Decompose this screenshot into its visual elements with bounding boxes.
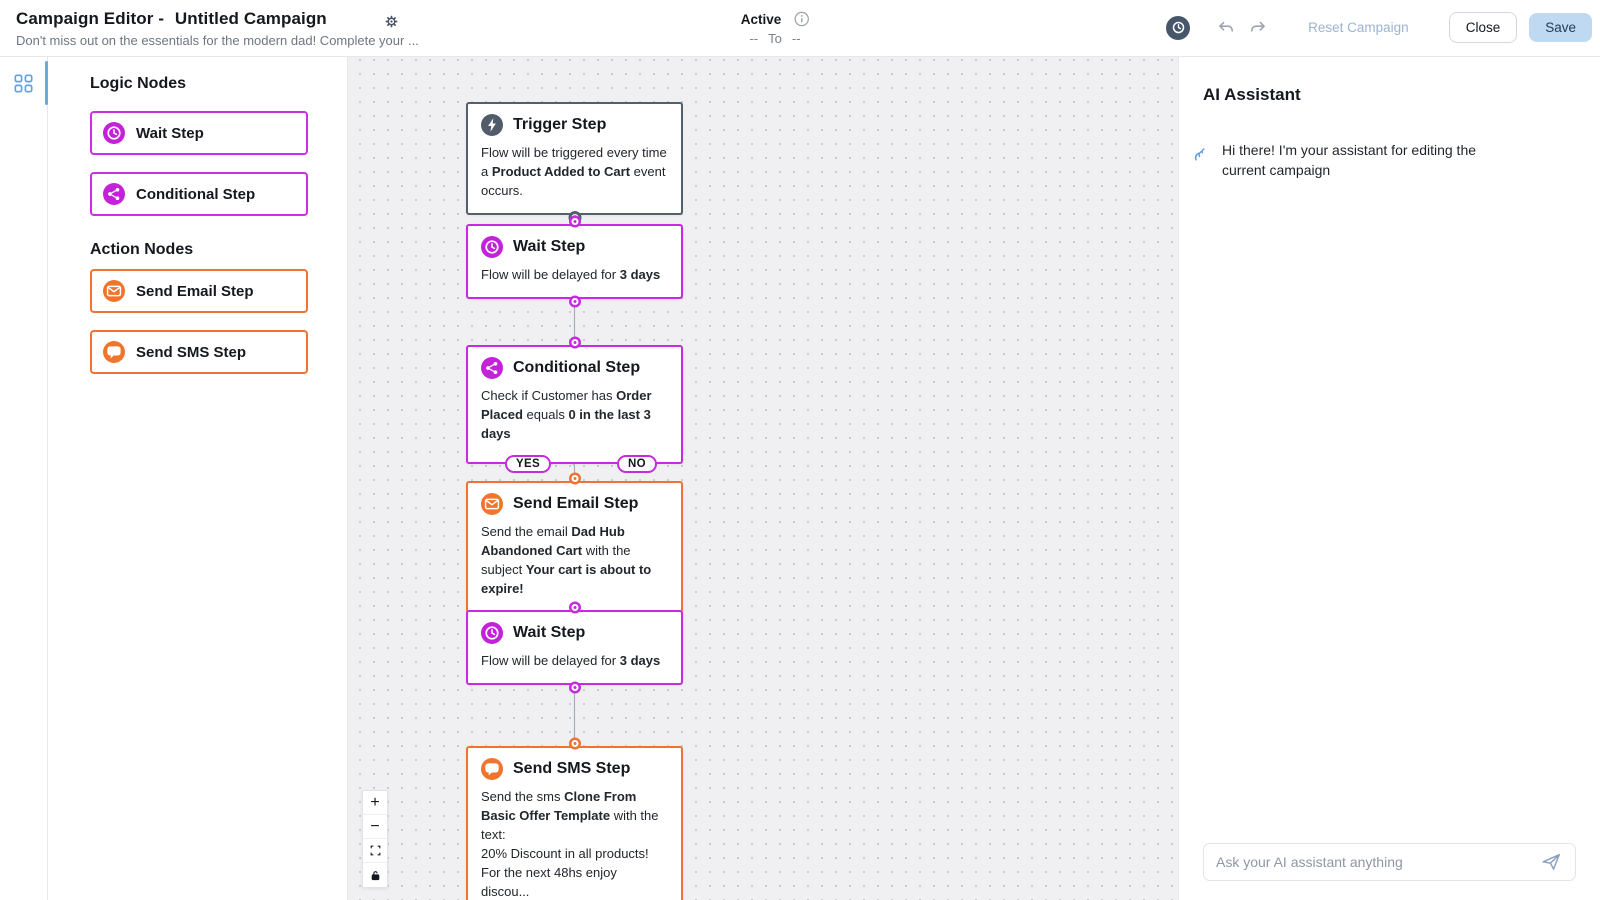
share-icon [481,357,503,379]
sms-icon [103,341,125,363]
left-rail [0,57,48,900]
palette-item-send-sms-step[interactable]: Send SMS Step [90,330,308,374]
status-date-range: -- To -- [741,31,810,46]
lock-button[interactable] [363,863,387,887]
close-button[interactable]: Close [1448,12,1518,43]
history-clock-icon[interactable] [1166,15,1191,40]
ai-flame-icon [1192,143,1207,163]
zoom-out-button[interactable]: − [363,815,387,839]
logic-nodes-heading: Logic Nodes [90,75,187,92]
app-header: Campaign Editor - Untitled Campaign Don'… [0,0,1600,57]
branch-label-no: NO [617,454,657,473]
ai-assistant-input[interactable] [1216,854,1539,870]
node-title: Wait Step [513,238,586,255]
node-description: Send the email Dad Hub Abandoned Cart wi… [481,524,655,596]
send-icon[interactable] [1539,850,1563,874]
campaign-status-block: Active -- To -- [741,11,810,46]
campaign-subtitle: Don't miss out on the essentials for the… [16,33,419,48]
title-block: Campaign Editor - Untitled Campaign Don'… [16,9,419,48]
status-from: -- [749,31,759,46]
connector-handle[interactable] [571,604,578,611]
ai-input-row [1203,843,1576,881]
ai-assistant-title: AI Assistant [1203,85,1301,104]
email-icon [103,280,125,302]
palette-item-wait-step[interactable]: Wait Step [90,111,308,155]
redo-icon[interactable] [1248,18,1268,38]
connector-handle[interactable] [571,339,578,346]
flow-node-send-sms-step[interactable]: Send SMS Step Send the sms Clone From Ba… [466,740,683,900]
reset-campaign-button[interactable]: Reset Campaign [1308,20,1409,35]
ai-message: Hi there! I'm your assistant for editing… [1192,141,1576,181]
node-description: Flow will be delayed for 3 days [481,267,661,282]
flow-node-trigger-step[interactable]: Trigger Step Flow will be triggered ever… [466,102,683,221]
connector-handle[interactable] [571,297,578,305]
status-to: -- [791,31,801,46]
node-title: Send SMS Step [513,760,631,777]
palette-item-label: Send SMS Step [136,343,247,361]
connector-handle[interactable] [571,475,578,482]
palette-item-label: Wait Step [136,124,204,142]
clock-icon [103,122,125,144]
palette-item-send-email-step[interactable]: Send Email Step [90,269,308,313]
palette-item-label: Send Email Step [136,282,254,300]
lightning-icon [481,114,503,136]
node-title: Send Email Step [513,495,639,512]
node-title: Wait Step [513,624,586,641]
info-icon[interactable] [793,11,809,27]
undo-icon[interactable] [1216,18,1236,38]
node-description: Check if Customer has Order Placed equal… [481,388,656,441]
flow-node-conditional-step[interactable]: Conditional Step Check if Customer has O… [466,339,683,473]
status-to-word: To [768,31,782,46]
palette-item-label: Conditional Step [136,185,256,203]
save-button[interactable]: Save [1529,13,1592,42]
flow-node-send-email-step[interactable]: Send Email Step Send the email Dad Hub A… [466,475,683,619]
flow-canvas[interactable]: Trigger Step Flow will be triggered ever… [348,57,1178,900]
page-title: Campaign Editor - Untitled Campaign [16,9,419,29]
node-description: Flow will be triggered every time a Prod… [481,145,671,198]
sms-icon [481,758,503,780]
nodes-grid-icon[interactable] [13,73,34,94]
page-title-prefix: Campaign Editor - [16,9,165,28]
email-icon [481,493,503,515]
node-title: Trigger Step [513,116,607,133]
node-description: Flow will be delayed for 3 days [481,653,661,668]
connector-handle[interactable] [571,740,578,747]
zoom-in-button[interactable]: + [363,791,387,815]
node-palette-sidebar: Logic Nodes Wait Step Conditional Step A… [48,57,348,900]
connector-handle[interactable] [571,683,578,691]
fit-view-button[interactable] [363,839,387,863]
node-description: Send the sms Clone From Basic Offer Temp… [481,789,659,899]
clock-icon [481,236,503,258]
settings-gear-icon[interactable] [383,13,401,31]
connector-handle[interactable] [571,218,578,225]
ai-assistant-panel: AI Assistant Hi there! I'm your assistan… [1178,57,1600,900]
branch-label-yes: YES [505,454,551,473]
canvas-controls: + − [362,790,388,888]
campaign-name: Untitled Campaign [174,9,327,28]
ai-message-text: Hi there! I'm your assistant for editing… [1222,142,1477,178]
action-nodes-heading: Action Nodes [90,241,194,258]
status-badge: Active [740,11,782,27]
share-icon [103,183,125,205]
node-title: Conditional Step [513,359,641,376]
clock-icon [481,622,503,644]
flow-node-wait-step-2[interactable]: Wait Step Flow will be delayed for 3 day… [466,604,683,691]
rail-active-indicator [45,61,48,105]
flow-node-wait-step-1[interactable]: Wait Step Flow will be delayed for 3 day… [466,218,683,305]
palette-item-conditional-step[interactable]: Conditional Step [90,172,308,216]
header-actions: Reset Campaign Close Save [1166,12,1592,43]
